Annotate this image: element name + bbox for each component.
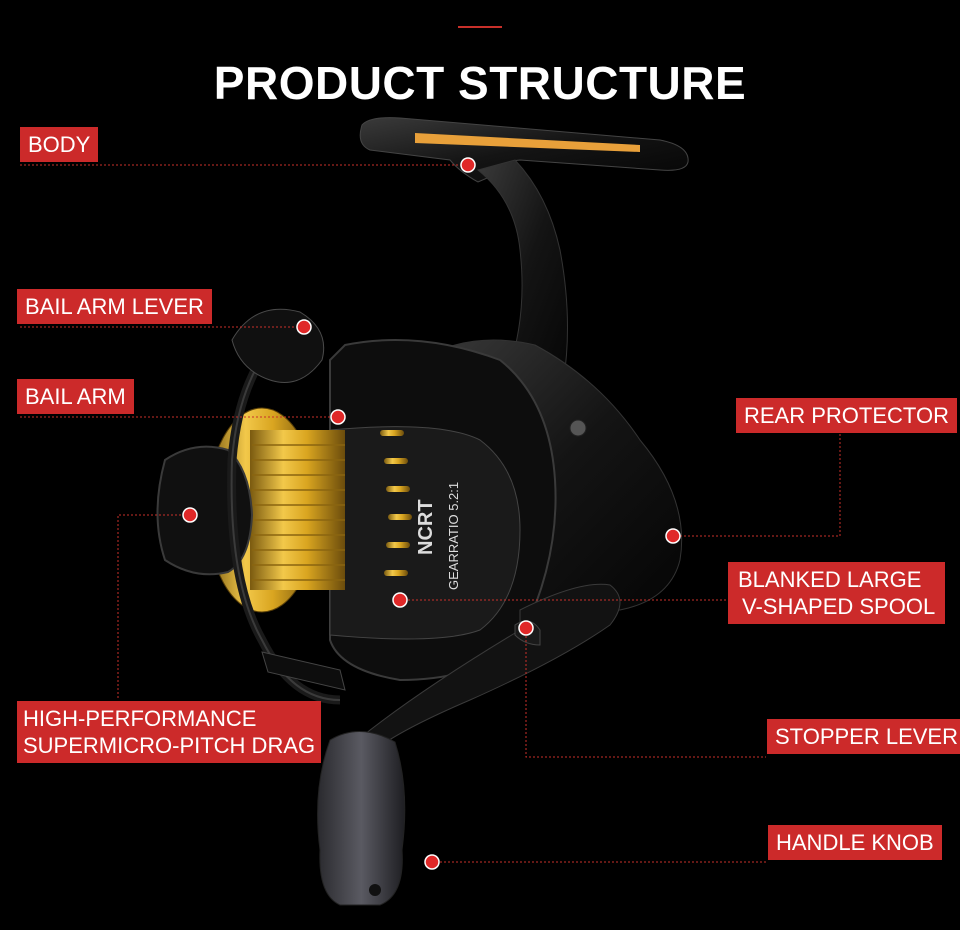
handle-knob-shape [317, 731, 406, 906]
gear-ratio-text: GEARRATIO 5.2:1 [446, 482, 461, 590]
stopper-lever-dot [518, 620, 534, 636]
bail-arm-dot [330, 409, 346, 425]
title-accent-bar [458, 26, 502, 28]
spool-dot [392, 592, 408, 608]
handle-knob-dot [424, 854, 440, 870]
page-title: PRODUCT STRUCTURE [213, 57, 747, 109]
body-dot [460, 157, 476, 173]
bail-arm-lever-dot [296, 319, 312, 335]
handle-arm [359, 583, 621, 751]
rear-protector-dot [665, 528, 681, 544]
label-handle-knob: HANDLE KNOB [768, 825, 942, 860]
label-rear-protector: REAR PROTECTOR [736, 398, 957, 433]
rod-foot [359, 117, 689, 183]
label-bail-arm-lever: BAIL ARM LEVER [17, 289, 212, 324]
bail-arm-lever-shape [231, 308, 325, 383]
label-stopper-lever: STOPPER LEVER [767, 719, 960, 754]
label-body: BODY [20, 127, 99, 162]
drag-dot [182, 507, 198, 523]
label-drag: HIGH-PERFORMANCE SUPERMICRO-PITCH DRAG [17, 701, 322, 763]
label-spool: BLANKED LARGE V-SHAPED SPOOL [728, 562, 946, 624]
rotor-ports [380, 430, 412, 576]
label-bail-arm: BAIL ARM [17, 379, 134, 414]
brand-text: NCRT [415, 499, 437, 555]
